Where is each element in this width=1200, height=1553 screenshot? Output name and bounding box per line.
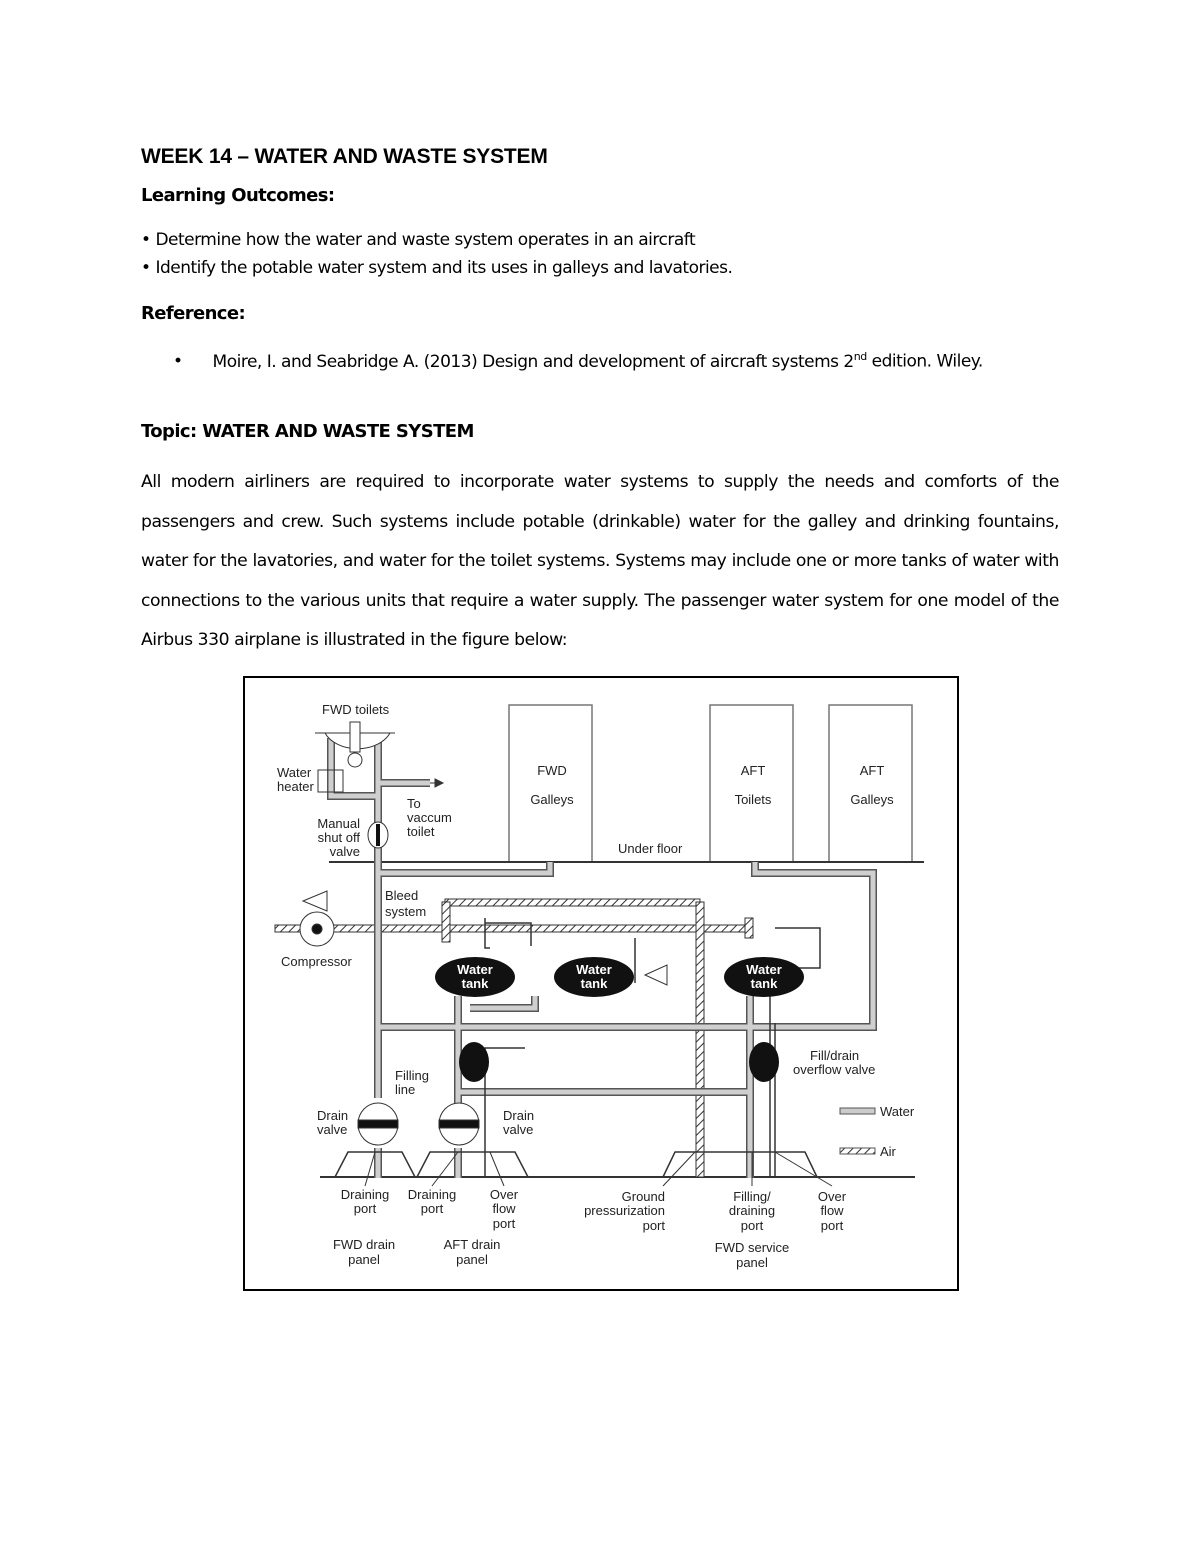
page-title: WEEK 14 – WATER AND WASTE SYSTEM: [141, 145, 548, 168]
diagram-label: To: [407, 796, 421, 811]
diagram-label: Filling/: [733, 1189, 771, 1204]
diagram-label: pressurization: [584, 1203, 665, 1218]
air-lines: [274, 898, 754, 1178]
diagram-label: tank: [581, 976, 609, 991]
diagram-label: Water: [277, 765, 312, 780]
fwd-toilet-icon: [315, 721, 395, 793]
diagram-label: overflow valve: [793, 1062, 875, 1077]
topic-heading: Topic: WATER AND WASTE SYSTEM: [141, 421, 474, 442]
legend: [839, 1107, 876, 1155]
diagram-label: Draining: [341, 1187, 389, 1202]
diagram-label: flow: [492, 1201, 516, 1216]
diagram-label: tank: [751, 976, 779, 991]
diagram-label: heater: [277, 779, 315, 794]
diagram-label: port: [741, 1218, 764, 1233]
diagram-label: Bleed: [385, 888, 418, 903]
diagram-label: FWD: [537, 763, 567, 778]
diagram-label: Water: [576, 962, 612, 977]
outcome-item: • Identify the potable water system and …: [141, 258, 733, 278]
aft-toilets-box: [709, 704, 794, 863]
diagram-label: Water: [746, 962, 782, 977]
port-pointer-lines: [364, 1151, 833, 1187]
diagram-label: port: [421, 1201, 444, 1216]
outcome-text: Determine how the water and waste system…: [155, 230, 696, 250]
diagram-label: panel: [348, 1252, 380, 1267]
diagram-label: port: [354, 1201, 377, 1216]
diagram-label: Galleys: [530, 792, 574, 807]
fwd-galleys-box: [508, 704, 593, 863]
diagram-label: Over: [818, 1189, 847, 1204]
filling-valve: [459, 1042, 489, 1082]
legend-water-label: Water: [880, 1104, 915, 1119]
water-tank-2: [554, 957, 634, 997]
reference-text-end: edition. Wiley.: [866, 351, 984, 372]
diagram-label: valve: [503, 1122, 533, 1137]
diagram-label: Manual: [317, 816, 360, 831]
diagram-label: Over: [490, 1187, 519, 1202]
outcome-text: Identify the potable water system and it…: [155, 258, 733, 278]
diagram-label: Compressor: [281, 954, 352, 969]
diagram-label: panel: [736, 1255, 768, 1270]
diagram-label: port: [643, 1218, 666, 1233]
diagram-label: AFT: [860, 763, 885, 778]
diagram-label: Drain: [503, 1108, 534, 1123]
fill-drain-overflow-valve: [749, 1042, 779, 1082]
reference-text: Moire, I. and Seabridge A. (2013) Design…: [212, 351, 855, 372]
diagram-label: vaccum: [407, 810, 452, 825]
diagram-label: shut off: [318, 830, 361, 845]
diagram-label: FWD toilets: [322, 702, 390, 717]
drain-valves: [357, 1102, 480, 1146]
diagram-label: AFT: [741, 763, 766, 778]
diagram-label: port: [493, 1216, 516, 1231]
reference-heading: Reference:: [141, 303, 246, 324]
diagram-label: FWD drain: [333, 1237, 395, 1252]
diagram-label: Fill/drain: [810, 1048, 859, 1063]
diagram-label: Water: [457, 962, 493, 977]
reference-item: •Moire, I. and Seabridge A. (2013) Desig…: [173, 350, 983, 372]
compressor-icon: [299, 890, 668, 986]
service-panels: [334, 1151, 818, 1178]
diagram-label: tank: [462, 976, 490, 991]
water-pipes: [327, 738, 877, 1178]
diagram-label: AFT drain: [444, 1237, 501, 1252]
topic-paragraph: All modern airliners are required to inc…: [141, 472, 1059, 651]
diagram-label: Filling: [395, 1068, 429, 1083]
diagram-label: FWD service: [715, 1240, 789, 1255]
to-vacuum-arrow: [430, 778, 445, 788]
water-tank-3: [724, 957, 804, 997]
diagram-label: Galleys: [850, 792, 894, 807]
diagram-label: Drain: [317, 1108, 348, 1123]
diagram-label: Toilets: [735, 792, 772, 807]
diagram-label: system: [385, 904, 426, 919]
reference-superscript: nd: [853, 350, 867, 363]
diagram-label: valve: [330, 844, 360, 859]
aft-galleys-box: [828, 704, 913, 863]
diagram-label: toilet: [407, 824, 435, 839]
diagram-label: Draining: [408, 1187, 456, 1202]
learning-outcomes-heading: Learning Outcomes:: [141, 185, 335, 206]
diagram-label: Ground: [622, 1189, 665, 1204]
diagram-label: Under floor: [618, 841, 683, 856]
outcome-item: • Determine how the water and waste syst…: [141, 230, 696, 250]
water-tanks: [435, 957, 804, 1082]
diagram-label: valve: [317, 1122, 347, 1137]
water-tank-1: [435, 957, 515, 997]
diagram-label: flow: [820, 1203, 844, 1218]
diagram-label: port: [821, 1218, 844, 1233]
compartment-boxes: [508, 704, 913, 863]
diagram-label: draining: [729, 1203, 775, 1218]
diagram-label: panel: [456, 1252, 488, 1267]
legend-air-label: Air: [880, 1144, 897, 1159]
diagram-label: line: [395, 1082, 415, 1097]
